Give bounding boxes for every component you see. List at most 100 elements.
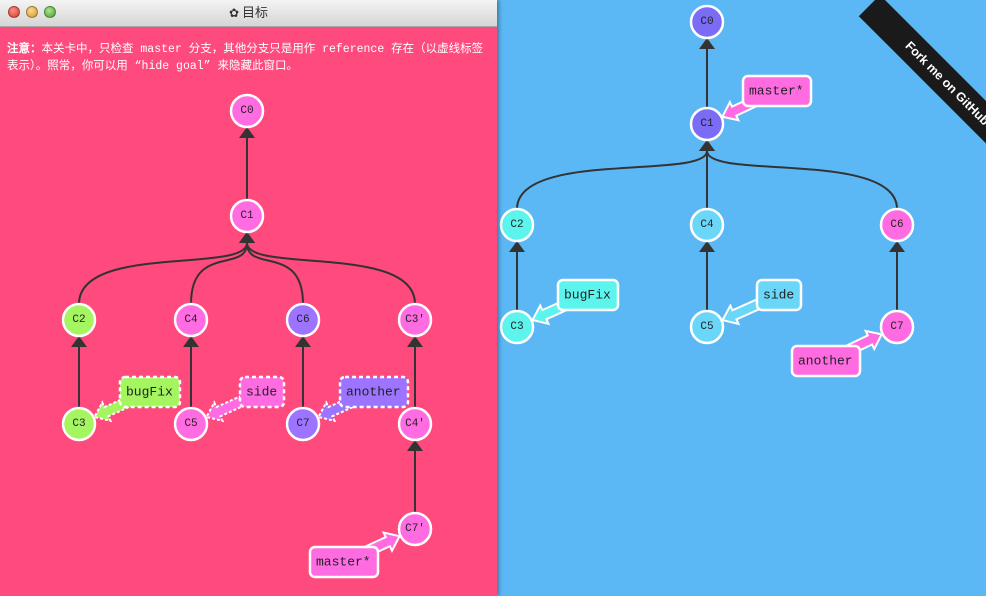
commit-label: C0: [240, 105, 253, 117]
goal-titlebar[interactable]: ✿目标: [0, 0, 497, 27]
branch-side[interactable]: side: [205, 375, 286, 423]
commit-label: C4': [405, 418, 425, 430]
branch-master[interactable]: master*: [720, 74, 813, 122]
commit-circle[interactable]: [689, 106, 725, 142]
commit-circle[interactable]: [689, 309, 725, 345]
commit-edge: [706, 150, 898, 210]
branch-label: side: [763, 288, 794, 303]
edge-arrow: [509, 241, 525, 252]
branch-tag[interactable]: [118, 375, 182, 409]
note-bold: 注意：: [7, 43, 42, 56]
edge-arrow: [71, 336, 87, 347]
commit-c6[interactable]: C6: [285, 302, 321, 338]
edge-arrow: [699, 241, 715, 252]
branch-tag[interactable]: [308, 545, 380, 579]
branch-bugfix[interactable]: bugFix: [93, 375, 182, 423]
commit-edge: [516, 150, 708, 210]
commit-edge: [246, 242, 304, 305]
commit-label: C5: [700, 321, 713, 333]
commit-circle[interactable]: [499, 207, 535, 243]
branch-tag[interactable]: [338, 375, 410, 409]
branch-label: another: [346, 385, 401, 400]
commit-c4[interactable]: C4: [173, 302, 209, 338]
edge-arrow: [407, 440, 423, 451]
commit-label: C3: [72, 418, 85, 430]
commit-c2[interactable]: C2: [499, 207, 535, 243]
branch-tag[interactable]: [741, 74, 813, 108]
commit-circle[interactable]: [173, 302, 209, 338]
commit-c4[interactable]: C4: [689, 207, 725, 243]
commit-label: C2: [72, 314, 85, 326]
commit-circle[interactable]: [229, 198, 265, 234]
commit-circle[interactable]: [61, 302, 97, 338]
edge-arrow: [183, 336, 199, 347]
commit-c3[interactable]: C3: [499, 309, 535, 345]
commit-label: C5: [184, 418, 197, 430]
branch-side[interactable]: side: [721, 278, 803, 326]
commit-label: C0: [700, 16, 713, 28]
branch-tag[interactable]: [556, 278, 620, 312]
commit-label: C4: [184, 314, 198, 326]
commit-c7p[interactable]: C7': [397, 511, 433, 547]
commit-label: C3: [510, 321, 523, 333]
commit-c0[interactable]: C0: [229, 93, 265, 129]
commit-circle[interactable]: [689, 4, 725, 40]
commit-circle[interactable]: [397, 302, 433, 338]
gear-icon: ✿: [228, 6, 240, 20]
commit-c7[interactable]: C7: [879, 309, 915, 345]
commit-label: C2: [510, 219, 523, 231]
commit-c5[interactable]: C5: [689, 309, 725, 345]
branch-tag[interactable]: [755, 278, 803, 312]
commit-label: C6: [890, 219, 903, 231]
edge-arrow: [889, 241, 905, 252]
branch-another[interactable]: another: [317, 375, 410, 423]
goal-window[interactable]: ✿目标 注意：本关卡中，只检查 master 分支，其他分支只是用作 refer…: [0, 0, 497, 596]
minimize-button[interactable]: [26, 6, 38, 18]
commit-circle[interactable]: [229, 93, 265, 129]
commit-label: C4: [700, 219, 714, 231]
commit-c3p[interactable]: C3': [397, 302, 433, 338]
branch-label: bugFix: [126, 385, 173, 400]
commit-edge: [246, 242, 416, 305]
commit-c1[interactable]: C1: [229, 198, 265, 234]
edge-arrow: [407, 336, 423, 347]
commit-c3[interactable]: C3: [61, 406, 97, 442]
commit-c7[interactable]: C7: [285, 406, 321, 442]
commit-label: C7': [405, 523, 425, 535]
commit-circle[interactable]: [397, 406, 433, 442]
commit-circle[interactable]: [285, 406, 321, 442]
branch-another[interactable]: another: [790, 329, 884, 378]
maximize-button[interactable]: [44, 6, 56, 18]
branch-tag[interactable]: [238, 375, 286, 409]
commit-circle[interactable]: [879, 309, 915, 345]
commit-c0[interactable]: C0: [689, 4, 725, 40]
commit-circle[interactable]: [61, 406, 97, 442]
commit-label: C1: [240, 210, 254, 222]
commit-c1[interactable]: C1: [689, 106, 725, 142]
branch-tag[interactable]: [790, 344, 862, 378]
edge-arrow: [239, 232, 255, 243]
commit-c2[interactable]: C2: [61, 302, 97, 338]
commit-circle[interactable]: [879, 207, 915, 243]
branch-label: side: [246, 385, 277, 400]
edge-arrow: [699, 140, 715, 151]
commit-c6[interactable]: C6: [879, 207, 915, 243]
close-button[interactable]: [8, 6, 20, 18]
branch-bugfix[interactable]: bugFix: [531, 278, 620, 326]
commit-edge: [190, 242, 248, 305]
branch-label: master*: [749, 84, 804, 99]
commit-circle[interactable]: [173, 406, 209, 442]
commit-circle[interactable]: [285, 302, 321, 338]
commit-label: C7: [296, 418, 309, 430]
commit-circle[interactable]: [499, 309, 535, 345]
commit-circle[interactable]: [397, 511, 433, 547]
commit-circle[interactable]: [689, 207, 725, 243]
commit-c4p[interactable]: C4': [397, 406, 433, 442]
branch-master[interactable]: master*: [308, 531, 402, 579]
goal-note: 注意：本关卡中，只检查 master 分支，其他分支只是用作 reference…: [7, 41, 492, 75]
commit-c5[interactable]: C5: [173, 406, 209, 442]
branch-label: master*: [316, 555, 371, 570]
goal-title-text: 目标: [242, 5, 269, 20]
